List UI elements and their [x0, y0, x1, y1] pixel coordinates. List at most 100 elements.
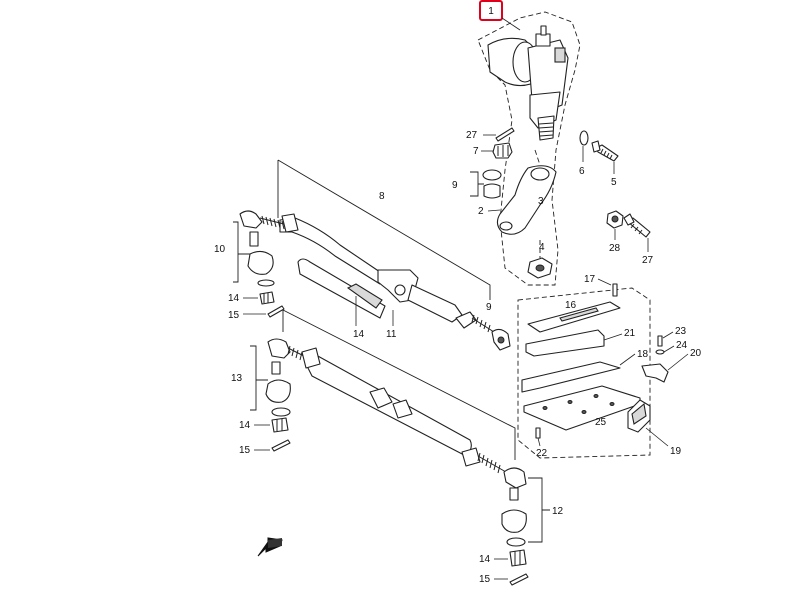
- base-plate-hole-5: [609, 402, 615, 406]
- callout-23: 23: [675, 326, 687, 337]
- washer-24-body: [655, 349, 665, 355]
- tie-rod-tube-11[interactable]: [304, 354, 472, 457]
- washer-24[interactable]: [655, 349, 665, 355]
- castle-nut-14-b[interactable]: [271, 417, 289, 433]
- leader-21: [603, 333, 623, 341]
- castle-nut-14-b-body: [271, 417, 289, 433]
- bolt-22-body: [535, 427, 541, 439]
- callout-10: 10: [214, 244, 226, 255]
- boot-12[interactable]: [501, 509, 527, 547]
- boot-10[interactable]: [247, 250, 275, 287]
- bracket-13: [250, 345, 268, 411]
- gear-box-dashed-axis: [534, 149, 541, 258]
- pitman-arm-spline-hole: [530, 167, 550, 181]
- tie-rod-end-9[interactable]: [455, 311, 511, 351]
- tie-rod-end-13[interactable]: [267, 338, 321, 375]
- ring-13: [271, 407, 291, 417]
- callout-2: 2: [478, 206, 484, 217]
- adjusting-tube-14[interactable]: [297, 258, 386, 319]
- leader-17: [597, 278, 612, 286]
- gear-box-side-port: [554, 47, 566, 63]
- dragl-link-bracket-8: [277, 159, 491, 300]
- drag-link-clamp-bolt: [394, 284, 406, 296]
- front-arrow-icon: [257, 537, 283, 557]
- support-18[interactable]: [521, 361, 621, 393]
- base-plate-hole-4: [581, 410, 587, 414]
- boot-10-body: [247, 250, 274, 275]
- castle-nut-7[interactable]: [492, 142, 513, 159]
- cotter-pin-15-c-body: [509, 573, 529, 586]
- cotter-pin-27-upper[interactable]: [495, 127, 515, 142]
- bracket-20[interactable]: [641, 363, 669, 383]
- callout-20: 20: [690, 348, 702, 359]
- tie-rod-end-10[interactable]: [239, 210, 299, 247]
- cotter-pin-15-b[interactable]: [271, 439, 291, 452]
- callout-24: 24: [676, 340, 688, 351]
- drag-link-rod[interactable]: [279, 217, 463, 323]
- cotter-pin-27-body: [495, 127, 515, 142]
- bracket-assembly-dashed-outline: [517, 287, 651, 459]
- callout-15-b: 15: [239, 445, 251, 456]
- leader-19: [645, 427, 669, 447]
- bushing-set-9-upper[interactable]: [482, 169, 502, 199]
- bolt-17-body: [612, 283, 618, 297]
- callout-21: 21: [624, 328, 636, 339]
- bolt-17[interactable]: [612, 283, 618, 297]
- bolt-5-head: [591, 140, 601, 153]
- callout-14-a: 14: [228, 293, 240, 304]
- cotter-pin-15-a[interactable]: [267, 305, 285, 318]
- bracket-12: [528, 477, 550, 543]
- tie-rod-end-12[interactable]: [461, 447, 527, 501]
- steering-gear-box[interactable]: [477, 11, 581, 286]
- bushing-9-top: [482, 169, 502, 181]
- tie-rod-end-10-nut: [281, 213, 299, 233]
- bushing-9-bottom: [483, 183, 501, 199]
- leader-2: [487, 209, 501, 212]
- cotter-pin-15-b-body: [271, 439, 291, 452]
- ring-10: [257, 279, 275, 287]
- castle-nut-14-a[interactable]: [259, 291, 275, 305]
- base-plate-25[interactable]: [523, 385, 641, 431]
- support-18-body: [521, 361, 621, 393]
- leader-22: [537, 437, 541, 447]
- callout-16: 16: [565, 300, 577, 311]
- pitman-arm-body: [496, 165, 557, 235]
- castle-nut-14-a-body: [259, 291, 275, 305]
- gear-box-input-port: [535, 33, 551, 47]
- plate-16[interactable]: [527, 301, 621, 333]
- bracket-20-body: [641, 363, 669, 383]
- callout-18: 18: [637, 349, 649, 360]
- nut-28[interactable]: [606, 210, 624, 229]
- bracket-19[interactable]: [627, 399, 651, 433]
- callout-27-upper: 27: [466, 130, 478, 141]
- pitman-nut-hole: [535, 264, 545, 272]
- bolt-23[interactable]: [657, 335, 663, 347]
- callout-15-a: 15: [228, 310, 240, 321]
- castle-nut-14-c[interactable]: [509, 549, 527, 567]
- callout-22: 22: [536, 448, 548, 459]
- boot-13[interactable]: [265, 379, 291, 417]
- bolt-22[interactable]: [535, 427, 541, 439]
- part-1-highlight-box: [479, 0, 503, 21]
- washer-6[interactable]: [579, 130, 589, 146]
- base-plate-hole-3: [593, 394, 599, 398]
- base-plate-hole-2: [567, 400, 573, 404]
- callout-19: 19: [670, 446, 682, 457]
- cotter-pin-15-c[interactable]: [509, 573, 529, 586]
- bracket-21[interactable]: [525, 329, 605, 357]
- bolt-5[interactable]: [591, 140, 619, 162]
- bolt-27-lower[interactable]: [623, 213, 651, 238]
- callout-4: 4: [539, 242, 545, 253]
- washer-6-body: [579, 130, 589, 146]
- callout-6: 6: [579, 166, 585, 177]
- bolt-23-body: [657, 335, 663, 347]
- base-plate-hole-1: [542, 406, 548, 410]
- plate-16-slot: [559, 307, 599, 322]
- drag-link-sleeve: [407, 284, 463, 323]
- pitman-nut-4[interactable]: [527, 257, 553, 279]
- pitman-arm[interactable]: [496, 165, 557, 235]
- boot-13-body: [265, 379, 291, 403]
- callout-14-tube: 14: [353, 329, 365, 340]
- callout-13: 13: [231, 373, 243, 384]
- gear-box-input-shaft: [540, 25, 547, 36]
